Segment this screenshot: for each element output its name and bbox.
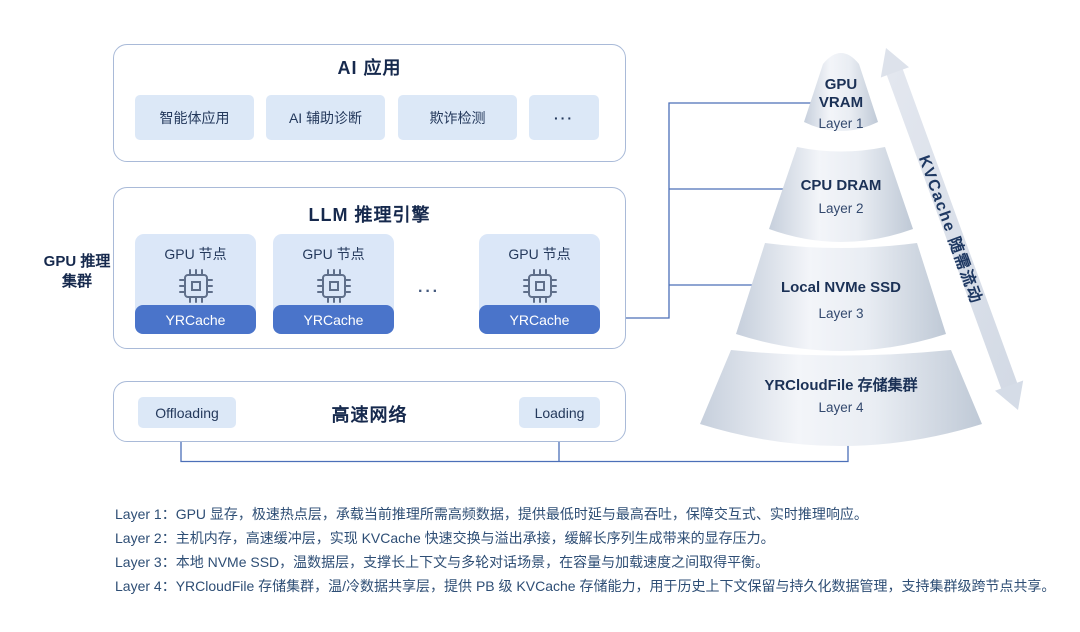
ai-app-item-agent: 智能体应用 <box>135 95 254 140</box>
loading-label: Loading <box>534 404 585 421</box>
gpu-node-label: GPU 节点 <box>302 246 365 262</box>
yrcache-badge: YRCache <box>273 305 394 334</box>
ai-app-item-label: 智能体应用 <box>159 109 230 126</box>
cone-segment-layer4 <box>700 350 982 446</box>
cpu-chip-icon <box>178 269 213 303</box>
ai-apps-title: AI 应用 <box>337 58 402 78</box>
pyramid-layer4-tag: Layer 4 <box>818 400 864 415</box>
nodes-ellipsis: ··· <box>418 283 440 300</box>
pyramid-layer2-tag: Layer 2 <box>818 201 864 216</box>
gpu-node-card-2: GPU 节点 YRCache <box>273 234 394 334</box>
loading-badge: Loading <box>519 397 600 428</box>
cone-segment-layer3 <box>736 243 946 351</box>
ai-app-item-more: ··· <box>529 95 599 140</box>
pyramid-layer2-name: CPU DRAM <box>800 177 882 194</box>
gpu-node-card-3: GPU 节点 YRCache <box>479 234 600 334</box>
gpu-node-label: GPU 节点 <box>508 246 571 262</box>
yrcache-badge: YRCache <box>135 305 256 334</box>
layer2-description: Layer 2：主机内存，高速缓冲层，实现 KVCache 快速交换与溢出承接，… <box>115 530 775 546</box>
offloading-label: Offloading <box>155 404 219 421</box>
gpu-cluster-label-line1: GPU 推理 <box>43 253 111 270</box>
gpu-cluster-label: GPU 推理 集群 <box>40 252 114 292</box>
cpu-chip-icon <box>316 269 351 303</box>
layer3-description: Layer 3：本地 NVMe SSD，温数据层，支撑长上下文与多轮对话场景，在… <box>115 554 770 570</box>
pyramid-layer3-tag: Layer 3 <box>818 306 864 321</box>
ai-app-item-diagnosis: AI 辅助诊断 <box>266 95 385 140</box>
ai-app-item-label: AI 辅助诊断 <box>288 109 363 126</box>
gpu-node-card-1: GPU 节点 YRCache <box>135 234 256 334</box>
cpu-chip-icon <box>522 269 557 303</box>
gpu-node-label: GPU 节点 <box>164 246 227 262</box>
kvcache-flow-label: KVCache 随需流动 <box>914 153 985 307</box>
pyramid-layer1-tag: Layer 1 <box>818 116 864 131</box>
gpu-cluster-label-line2: 集群 <box>61 273 92 290</box>
ai-app-item-label: 欺诈检测 <box>429 109 486 126</box>
layer4-description: Layer 4：YRCloudFile 存储集群，温/冷数据共享层，提供 PB … <box>115 578 1056 594</box>
pyramid-layer3-name: Local NVMe SSD <box>780 279 902 296</box>
arrowhead-up-pyramid <box>843 431 853 440</box>
network-title: 高速网络 <box>331 405 408 425</box>
offloading-badge: Offloading <box>138 397 236 428</box>
ellipsis-label: ··· <box>554 109 574 126</box>
ai-app-item-fraud: 欺诈检测 <box>398 95 517 140</box>
llm-engine-title: LLM 推理引擎 <box>308 205 431 225</box>
pyramid-layer4-name: YRCloudFile 存储集群 <box>764 377 918 394</box>
yrcache-badge: YRCache <box>479 305 600 334</box>
layer1-description: Layer 1：GPU 显存，极速热点层，承载当前推理所需高频数据，提供最低时延… <box>115 506 868 522</box>
pyramid-layer1-name: GPU VRAM <box>818 76 864 111</box>
